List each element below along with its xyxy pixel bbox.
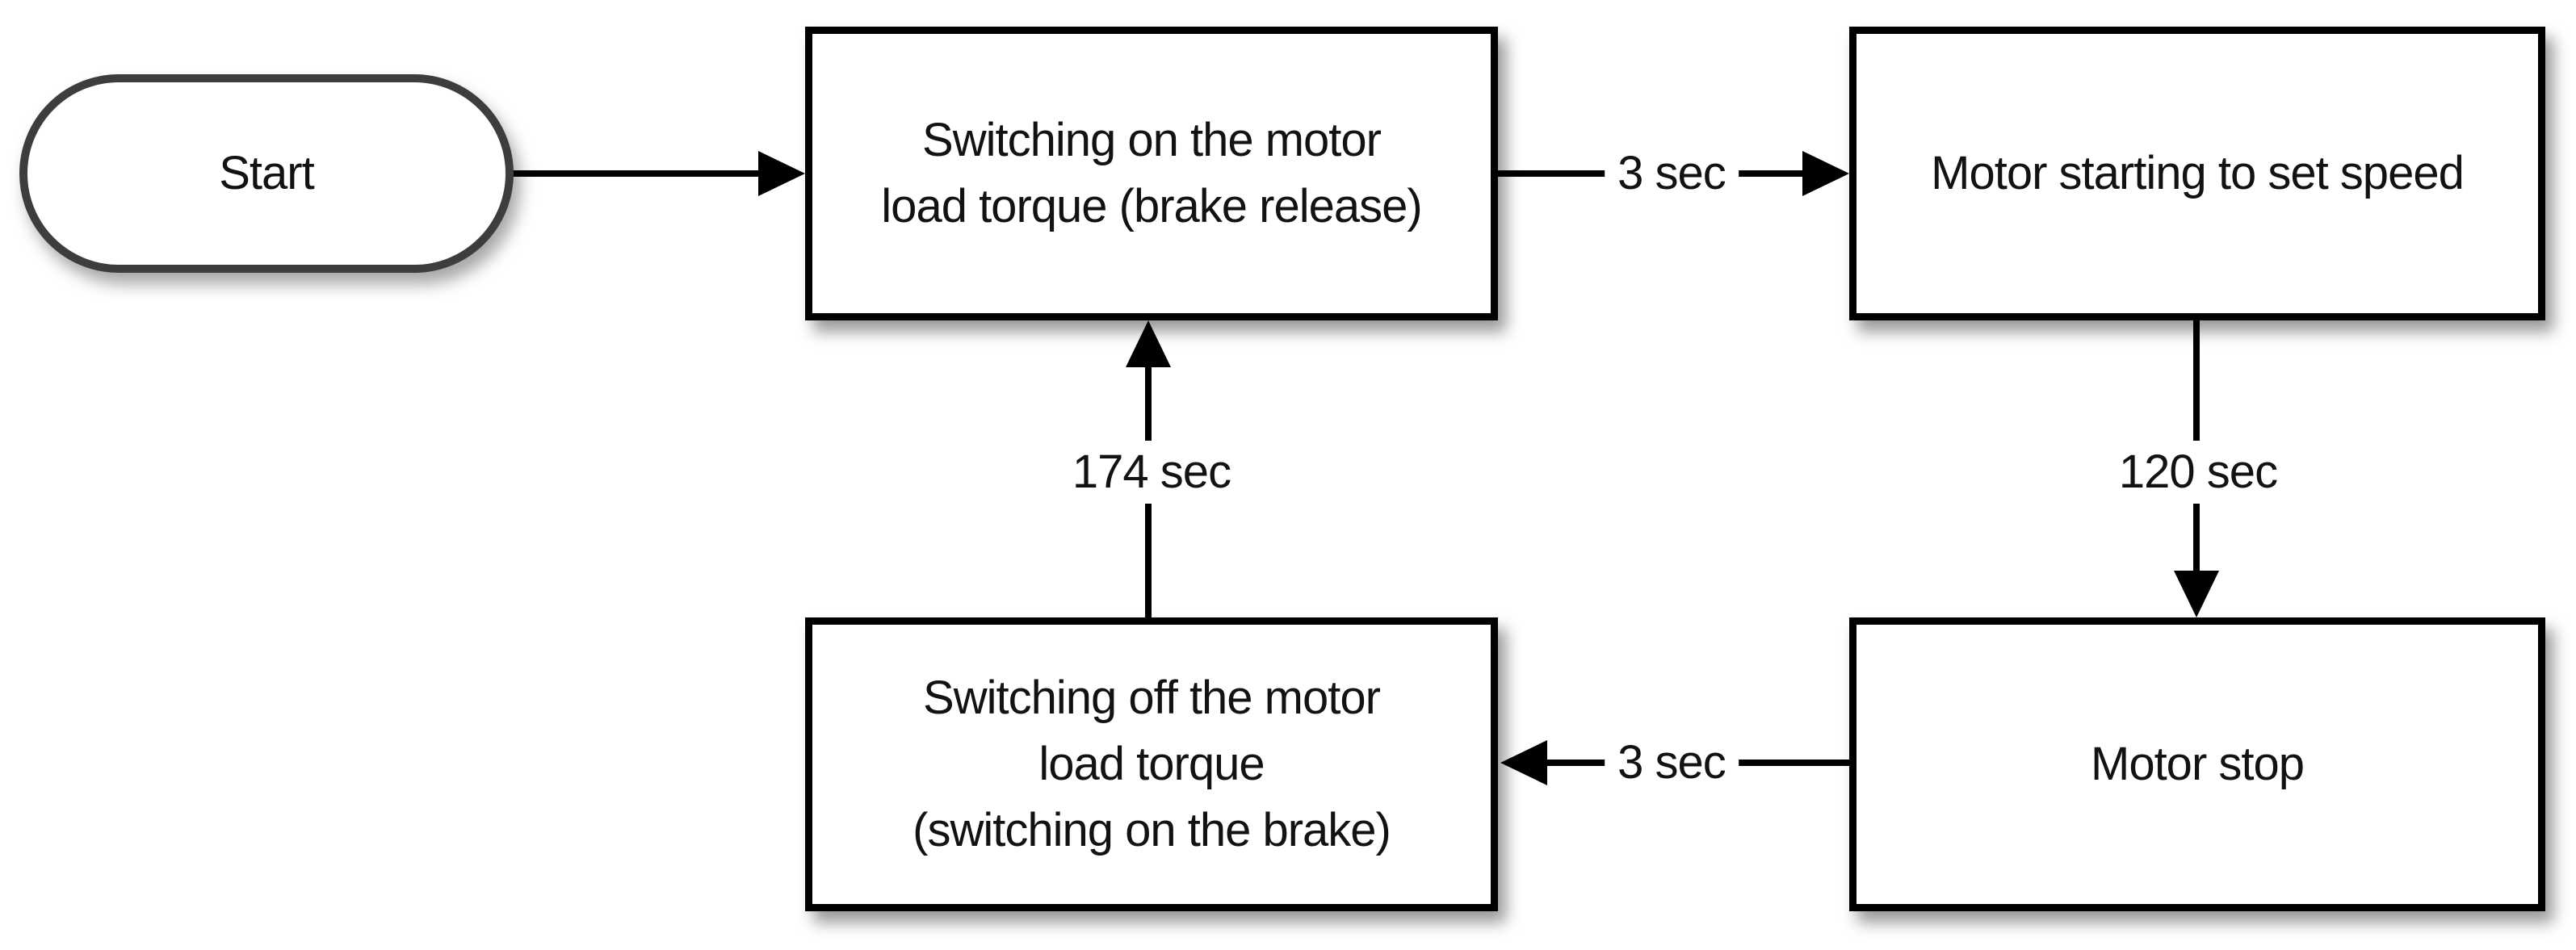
edge-label-3sec-top: 3 sec xyxy=(1605,142,1739,205)
edge-motor-start-to-motor-stop-arrowhead-icon xyxy=(2174,571,2219,617)
node-motor-start: Motor starting to set speed xyxy=(1849,27,2545,320)
edge-switch-on-to-motor-start-arrowhead-icon xyxy=(1802,151,1849,196)
node-motor-stop: Motor stop xyxy=(1849,617,2545,911)
node-switch-on-label-line2: load torque (brake release) xyxy=(881,180,1422,232)
node-switch-off-label-line2: load torque xyxy=(1038,738,1265,790)
node-motor-stop-label-line1: Motor stop xyxy=(2091,738,2305,790)
edge-label-174sec: 174 sec xyxy=(1059,441,1244,504)
edge-motor-stop-to-switch-off-arrowhead-icon xyxy=(1500,740,1547,785)
node-switch-off-label-line1: Switching off the motor xyxy=(923,672,1381,724)
edge-label-120sec: 120 sec xyxy=(2105,441,2291,504)
node-start-label: Start xyxy=(219,147,314,199)
edge-switch-off-to-switch-on-arrowhead-icon xyxy=(1126,320,1171,367)
edge-label-3sec-bottom: 3 sec xyxy=(1605,731,1739,794)
node-start: Start xyxy=(19,74,514,273)
edge-start-to-switch-on-arrowhead-icon xyxy=(758,151,805,196)
node-motor-stop-label: Motor stop xyxy=(2091,731,2305,797)
node-motor-start-label: Motor starting to set speed xyxy=(1931,140,2465,207)
node-switch-on: Switching on the motor load torque (brak… xyxy=(805,27,1498,320)
node-motor-start-label-line1: Motor starting to set speed xyxy=(1931,147,2465,199)
node-switch-off-label-line3: (switching on the brake) xyxy=(913,804,1391,856)
node-switch-off: Switching off the motor load torque (swi… xyxy=(805,617,1498,911)
node-switch-off-label: Switching off the motor load torque (swi… xyxy=(913,665,1391,864)
node-switch-on-label: Switching on the motor load torque (brak… xyxy=(881,107,1422,240)
node-switch-on-label-line1: Switching on the motor xyxy=(922,114,1382,166)
